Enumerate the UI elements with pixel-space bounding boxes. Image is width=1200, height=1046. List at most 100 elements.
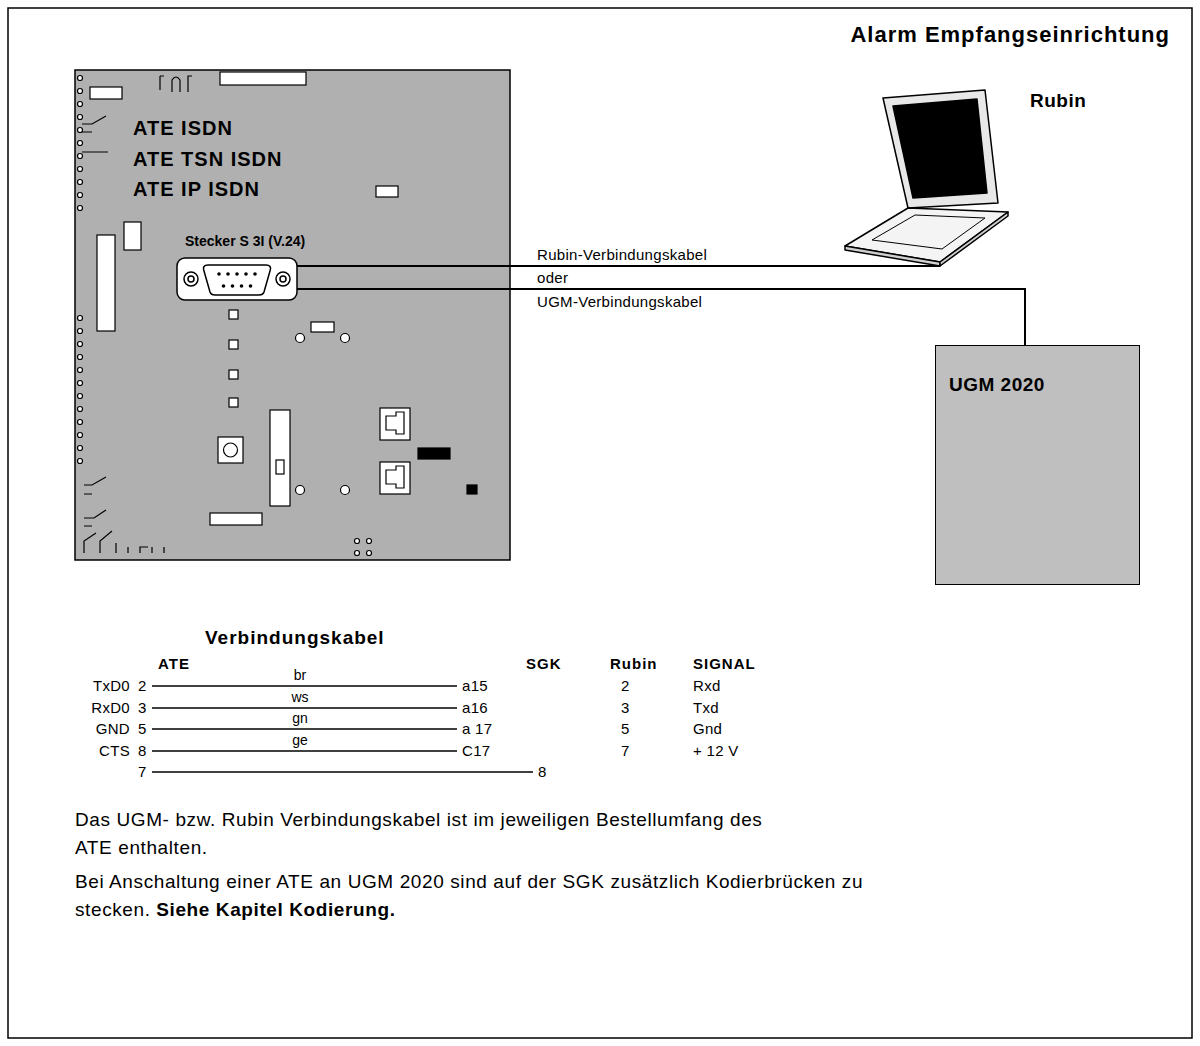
page-frame (8, 8, 1192, 1038)
drawing-path (84, 531, 164, 553)
circuit-board: ATE ISDNATE TSN ISDNATE IP ISDNStecker S… (75, 70, 510, 560)
signal-name: Rxd (693, 677, 721, 695)
cable-line (297, 289, 1025, 345)
node-label: UGM 2020 (949, 374, 1045, 396)
drawing-circle (78, 368, 83, 373)
signal-name: + 12 V (693, 742, 739, 760)
subd-connector (177, 258, 297, 300)
node-label: Stecker S 3I (V.24) (185, 232, 305, 250)
drawing-circle (78, 167, 83, 172)
drawing-polygon (872, 215, 985, 249)
column-heading: SIGNAL (693, 655, 756, 673)
drawing-line (152, 728, 457, 729)
drawing-rect (229, 370, 238, 379)
drawing-rect (229, 310, 238, 319)
drawing-circle (355, 551, 360, 556)
pin-number: 3 (138, 699, 147, 717)
drawing-circle (296, 334, 305, 343)
node-label: ATE ISDN (133, 116, 233, 140)
drawing-line (152, 685, 457, 686)
node-label: ATE IP ISDN (133, 177, 260, 201)
pin-number: 8 (538, 763, 547, 781)
drawing-circle (367, 539, 372, 544)
signal-name: RxD0 (91, 699, 130, 717)
drawing-circle (355, 539, 360, 544)
drawing-circle (78, 342, 83, 347)
drawing-circle (78, 141, 83, 146)
pin-number: 7 (138, 763, 147, 781)
drawing-circle (226, 272, 230, 276)
node-label: Rubin (1030, 90, 1086, 112)
drawing-line (152, 707, 457, 708)
drawing-circle (253, 272, 257, 276)
cable-wires (152, 686, 533, 772)
drawing-rect (380, 462, 410, 494)
drawing-circle (249, 284, 253, 288)
laptop-device: Rubin (940, 88, 1010, 266)
drawing-circle (235, 272, 239, 276)
note-text: Das UGM- bzw. Rubin Verbindungskabel ist… (75, 806, 795, 862)
drawing-circle (280, 276, 286, 282)
wire-color: ws (291, 689, 308, 705)
drawing-circle (78, 433, 83, 438)
drawing-circle (222, 284, 226, 288)
pin-number: 5 (621, 720, 630, 738)
drawing-circle (78, 76, 83, 81)
drawing-rect (124, 222, 141, 250)
drawing-circle (78, 154, 83, 159)
drawing-rect (376, 186, 398, 197)
drawing-circle (296, 486, 305, 495)
note-reference: Siehe Kapitel Kodierung. (156, 899, 395, 920)
pin-number: 8 (138, 742, 147, 760)
drawing-polygon (940, 212, 1008, 266)
terminal-name: C17 (462, 742, 490, 760)
drawing-circle (78, 206, 83, 211)
drawing-circle (78, 381, 83, 386)
pin-number: 7 (621, 742, 630, 760)
drawing-circle (78, 329, 83, 334)
signal-name: TxD0 (93, 677, 130, 695)
cable-label: UGM-Verbindungskabel (537, 293, 702, 310)
laptop-drawing (845, 90, 1008, 266)
drawing-circle (78, 394, 83, 399)
drawing-rect (229, 398, 238, 407)
pin-number: 5 (138, 720, 147, 738)
drawing-polygon (845, 246, 940, 266)
drawing-line (152, 750, 457, 751)
drawing-path (386, 466, 404, 488)
terminal-name: a16 (462, 699, 488, 717)
drawing-rect (229, 340, 238, 349)
diagram-title: Alarm Empfangseinrichtung (850, 22, 1170, 48)
column-heading: Rubin (610, 655, 658, 673)
column-heading: SGK (526, 655, 562, 673)
drawing-line (152, 771, 533, 772)
drawing-circle (78, 102, 83, 107)
drawing-circle (240, 284, 244, 288)
drawing-rect (218, 437, 243, 463)
drawing-circle (78, 115, 83, 120)
pin-number: 2 (138, 677, 147, 695)
drawing-circle (188, 276, 194, 282)
pin-number: 2 (621, 677, 630, 695)
drawing-circle (244, 272, 248, 276)
signal-name: Gnd (693, 720, 722, 738)
drawing-circle (78, 407, 83, 412)
drawing-circle (78, 180, 83, 185)
drawing-rect (97, 235, 115, 331)
drawing-circle (78, 355, 83, 360)
drawing-path (160, 76, 192, 92)
drawing-rect (177, 258, 297, 300)
drawing-polygon (893, 99, 987, 198)
drawing-circle (276, 272, 290, 286)
drawing-rect (311, 322, 334, 332)
drawing-circle (341, 486, 350, 495)
wire-color: ge (292, 732, 308, 748)
signal-name: Txd (693, 699, 719, 717)
drawing-rect (220, 72, 306, 85)
drawing-circle (78, 420, 83, 425)
drawing-path (386, 412, 404, 434)
column-heading: ATE (158, 655, 190, 673)
pcb-board (75, 70, 510, 560)
drawing-circle (184, 272, 198, 286)
drawing-circle (78, 316, 83, 321)
